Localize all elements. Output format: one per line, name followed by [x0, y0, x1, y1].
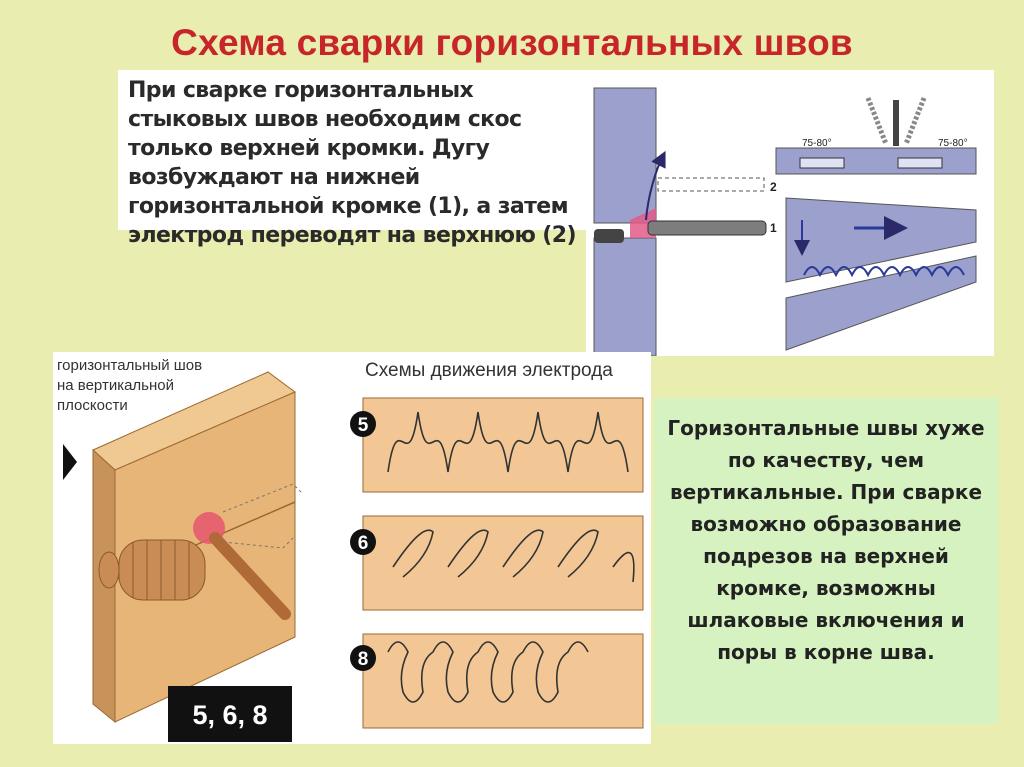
caption-line-1: горизонтальный шов: [57, 357, 202, 374]
weld-bead: [98, 539, 206, 601]
lower-plate: [593, 237, 657, 357]
electrode-rod: [209, 532, 291, 620]
angle-right-label: 75-80°: [938, 138, 968, 149]
electrode-tip: [594, 229, 624, 243]
bevel-plate: [775, 147, 977, 175]
scheme-number-6: 6: [358, 533, 369, 554]
label-1: 1: [770, 221, 777, 235]
block-front-face: [114, 391, 296, 723]
electrode-movement-figure: горизонтальный шов на вертикальной плоск…: [53, 352, 651, 744]
arrow-right-box: [897, 157, 943, 169]
scheme-number-8: 8: [358, 649, 369, 670]
intro-box: При сварке горизонтальных стыковых швов …: [118, 70, 588, 248]
scheme-6-path: [392, 529, 635, 583]
weld-diagram-svg: 1 2 75-80° 75-80°: [593, 87, 977, 357]
upper-plate: [593, 87, 657, 224]
scheme-row-6: 6: [350, 515, 644, 611]
scheme-8-path: [387, 641, 589, 703]
schemes-title: Схемы движения электрода: [365, 360, 613, 381]
note-text: Горизонтальные швы хуже по качеству, чем…: [667, 416, 985, 664]
electrode-ghost-left: [865, 97, 889, 145]
movement-svg: горизонтальный шов на вертикальной плоск…: [57, 357, 644, 742]
electrode-ghost-right: [903, 97, 927, 145]
scheme-row-8: 8: [350, 633, 644, 729]
electrode-1: [647, 220, 767, 236]
scheme-number-5: 5: [358, 415, 369, 436]
intro-text: При сварке горизонтальных стыковых швов …: [128, 78, 577, 248]
scheme-row-5: 5: [350, 397, 644, 493]
electrode-2-outline: [657, 177, 765, 192]
caption-line-2: на вертикальной: [57, 377, 174, 394]
arrow-left-box: [799, 157, 845, 169]
pointer-triangle-icon: [63, 444, 77, 480]
badge-text: 5, 6, 8: [192, 700, 267, 730]
horizontal-weld-diagram: 1 2 75-80° 75-80°: [586, 70, 994, 357]
caption-line-3: плоскости: [57, 397, 128, 414]
move-arrow: [645, 150, 666, 221]
ghost-path-lower: [222, 537, 294, 549]
scheme-5-path: [387, 411, 629, 473]
weld-path-loops: [803, 266, 965, 278]
note-box: Горизонтальные швы хуже по качеству, чем…: [654, 398, 998, 724]
slide-title: Схема сварки горизонтальных швов: [171, 22, 853, 63]
perspective-upper-plate: [785, 197, 977, 283]
angle-left-label: 75-80°: [802, 138, 832, 149]
label-2: 2: [770, 180, 777, 194]
scheme-badge: 5, 6, 8: [168, 686, 292, 742]
ghost-path-upper: [222, 483, 304, 513]
